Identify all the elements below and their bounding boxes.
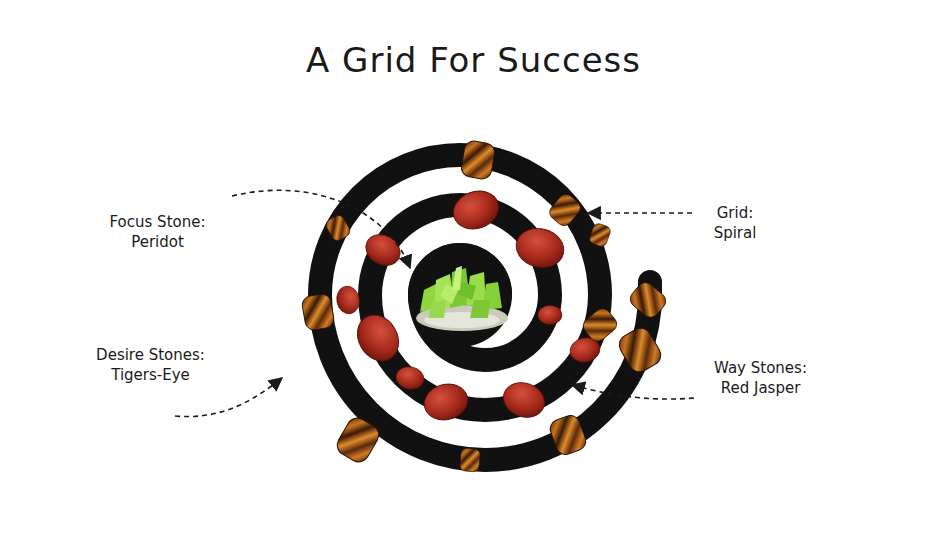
callout-label: Desire Stones: Tigers-Eye bbox=[78, 345, 223, 385]
tigers-eye-stones bbox=[301, 140, 669, 473]
callout-label: Way Stones: Red Jasper bbox=[698, 358, 823, 398]
spiral-grid bbox=[320, 155, 650, 460]
red-jasper-stones bbox=[335, 185, 602, 425]
peridot-stone bbox=[416, 266, 508, 331]
leader-lines bbox=[175, 190, 694, 416]
callout-label: Focus Stone: Peridot bbox=[90, 212, 225, 252]
diagram-title: A Grid For Success bbox=[306, 40, 641, 80]
callout-label: Grid: Spiral bbox=[700, 203, 770, 243]
